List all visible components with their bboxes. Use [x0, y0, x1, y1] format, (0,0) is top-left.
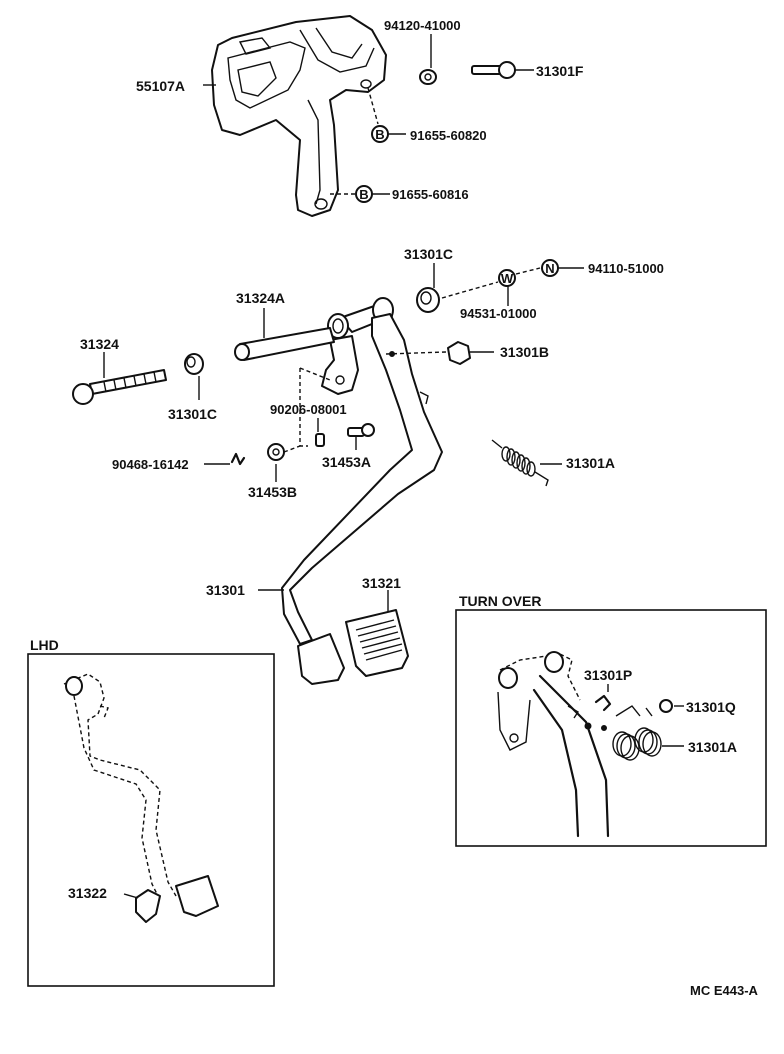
label-90468-16142: 90468-16142 [112, 457, 189, 472]
nut-94120-41000 [419, 69, 437, 85]
lhd-inset [27, 653, 275, 987]
label-31324: 31324 [80, 336, 119, 352]
label-94110-51000: 94110-51000 [588, 261, 664, 276]
pedal-pad-31321 [345, 609, 409, 677]
return-spring-31301A [491, 439, 549, 487]
stopper-31301B [447, 341, 471, 365]
svg-text:W: W [501, 271, 514, 286]
lhd-title: LHD [30, 637, 59, 653]
label-31301A: 31301A [566, 455, 615, 471]
pedal-bracket-55107A [211, 15, 387, 217]
label-31301: 31301 [206, 582, 245, 598]
collar-31324A [234, 327, 335, 361]
figure-code: MC E443-A [690, 983, 759, 998]
clip-90468-16142 [230, 452, 246, 466]
label-31301C-top: 31301C [404, 246, 453, 262]
label-31301A-inset: 31301A [688, 739, 737, 755]
label-31301P: 31301P [584, 667, 632, 683]
label-91655-60816: 91655-60816 [392, 187, 469, 202]
turnover-title: TURN OVER [459, 593, 541, 609]
label-31322: 31322 [68, 885, 107, 901]
label-31301Q: 31301Q [686, 699, 736, 715]
label-31321: 31321 [362, 575, 401, 591]
label-90206-08001: 90206-08001 [270, 402, 347, 417]
bolt-31301F [471, 61, 516, 79]
bolt-31453A [347, 423, 375, 450]
svg-text:B: B [375, 127, 384, 142]
nut-31453B [267, 443, 285, 461]
label-94531-01000: 94531-01000 [460, 306, 537, 321]
brake-pedal-arm-31301 [281, 297, 443, 685]
bracket-leaders [203, 34, 534, 195]
marker-b-2: B [355, 185, 373, 203]
label-55107A: 55107A [136, 78, 185, 94]
label-31453B: 31453B [248, 484, 297, 500]
turnover-inset [455, 609, 767, 847]
marker-n: N [541, 259, 559, 277]
label-31324A: 31324A [236, 290, 285, 306]
bolt-31324 [72, 369, 167, 405]
label-31301F: 31301F [536, 63, 584, 79]
svg-text:B: B [359, 187, 368, 202]
label-31301C-left: 31301C [168, 406, 217, 422]
label-31453A: 31453A [322, 454, 371, 470]
label-94120-41000: 94120-41000 [384, 18, 461, 33]
svg-text:N: N [545, 261, 554, 276]
label-31301B: 31301B [500, 344, 549, 360]
pin-90206-08001 [315, 433, 325, 447]
marker-w: W [498, 269, 516, 287]
bushing-31301C-top [416, 287, 440, 313]
label-91655-60820: 91655-60820 [410, 128, 487, 143]
bushing-31301C-left [184, 353, 204, 375]
marker-b-1: B [371, 125, 389, 143]
